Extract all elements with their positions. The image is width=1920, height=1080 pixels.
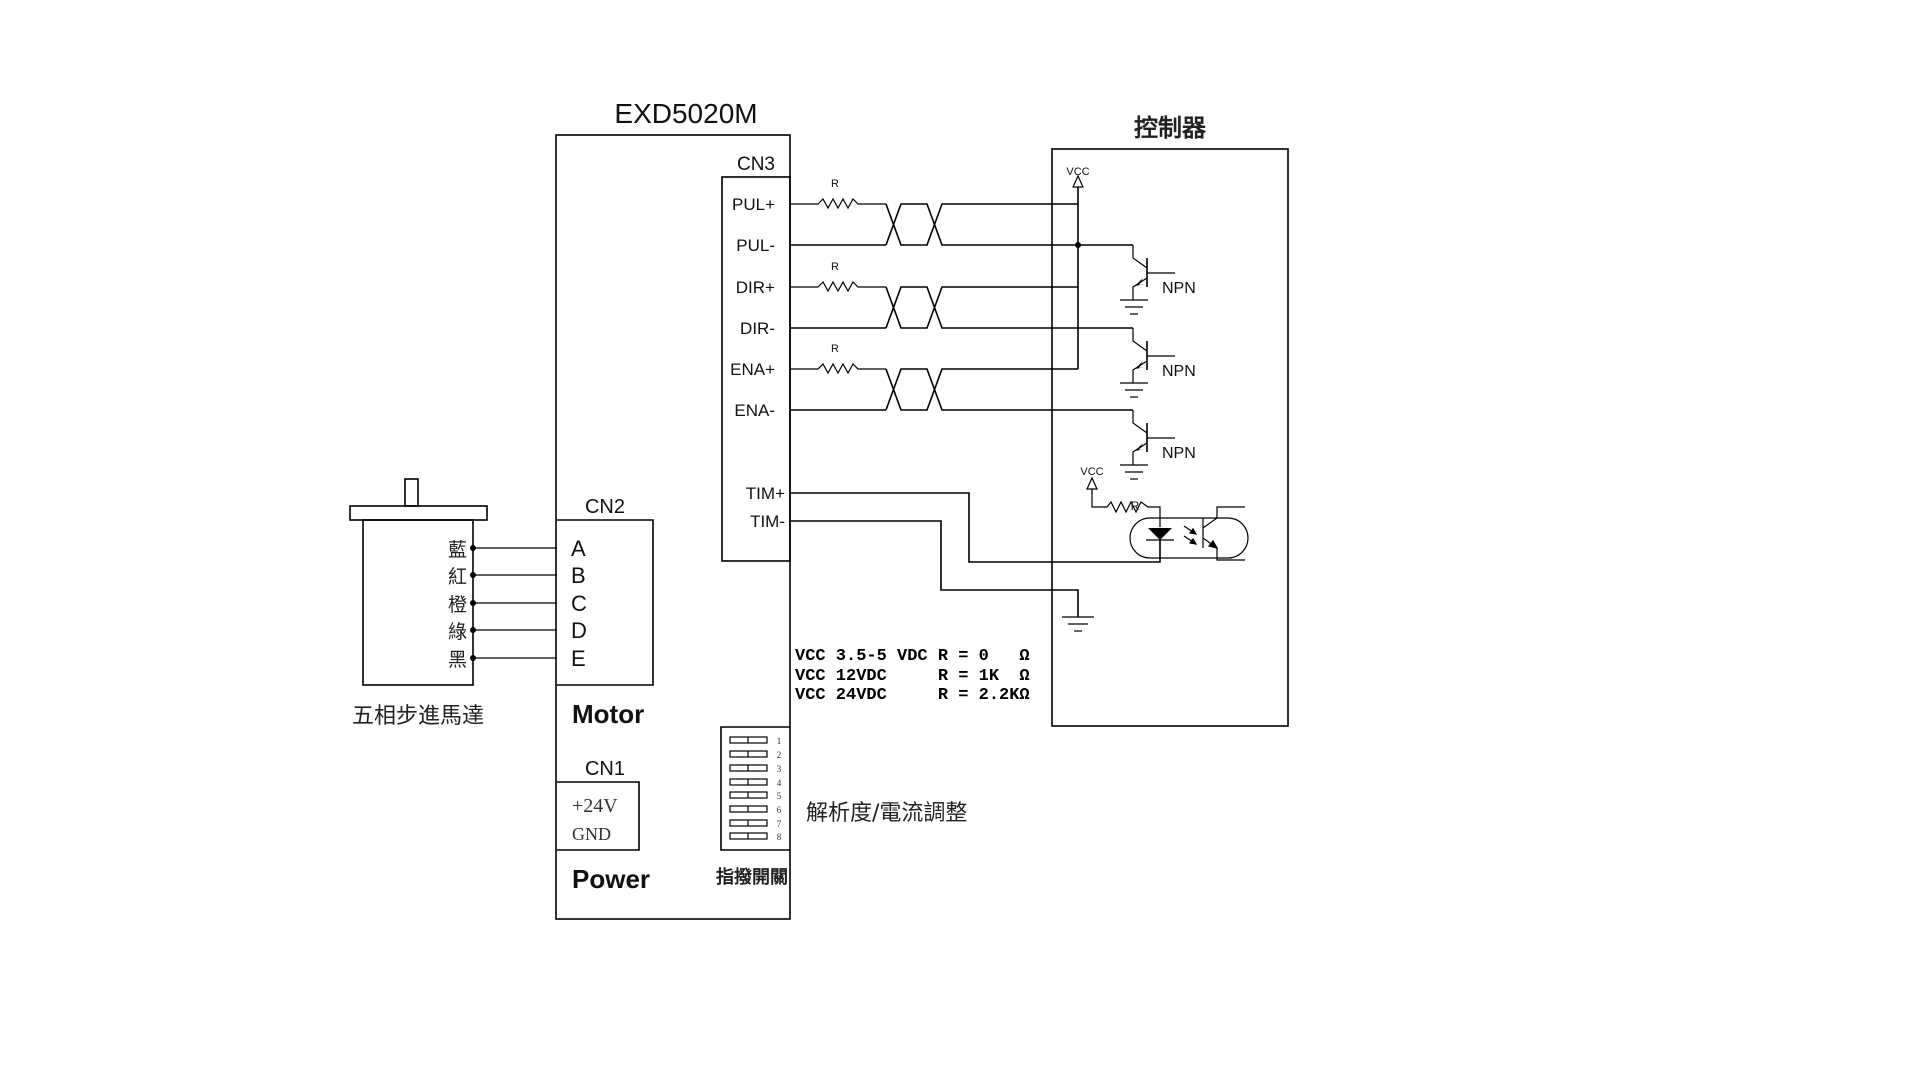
cn3-pin-label: TIM+ [746,484,785,503]
phototransistor-icon [1202,506,1245,561]
transistor-collector [1132,328,1148,352]
cn2-pin-label: E [571,646,586,671]
motor-shaft [404,478,419,507]
wire-color-label: 紅 [448,566,467,588]
cn1-label: CN1 [585,758,625,780]
cn1-pin-gnd: GND [572,824,611,844]
transistor-emitter [1132,442,1148,465]
cn3-pin-label: DIR+ [736,278,775,297]
resistor-table-row: VCC 3.5-5 VDC R = 0 Ω [795,647,1030,666]
tim-plus-wire [790,492,1161,563]
npn-label: NPN [1162,280,1196,297]
controller-title: 控制器 [1134,114,1207,142]
resistor-table-row: VCC 12VDC R = 1K Ω [795,667,1030,686]
terminal-dot [470,600,476,606]
vcc-label: VCC [1066,166,1089,178]
controller-box [1051,148,1289,727]
cn3-pin-label: TIM- [750,512,785,531]
twisted-wire [885,286,1078,329]
cn3-pin-label: ENA+ [730,360,775,379]
twisted-wire [885,203,1133,246]
resistor [790,197,886,210]
dip-switch-number: 6 [777,805,782,815]
transistor-emitter [1132,277,1148,300]
opto-vcc-label: VCC [1080,466,1103,478]
motor-label: 五相步進馬達 [352,704,484,729]
dip-switch-number: 1 [777,736,782,746]
ground-icon [1062,616,1094,632]
opto-vcc-arrow-icon [1086,476,1098,490]
cn2-pin-label: D [571,618,587,643]
dip-switch-number: 4 [777,778,782,788]
opto-resistor-label: R [1131,499,1140,513]
wire-color-label: 黑 [448,649,467,671]
twisted-wire [885,203,1078,246]
terminal-dot [470,627,476,633]
twisted-wire [885,368,1078,411]
optocoupler-outline [1129,517,1249,559]
twisted-wire [885,368,1133,411]
light-arrows-icon [1183,525,1198,545]
transistor-collector [1132,245,1148,269]
cn2-label: CN2 [585,496,625,518]
dip-switch-number: 5 [777,791,782,801]
npn-label: NPN [1162,363,1196,380]
twisted-wire [885,286,1133,329]
cn2-connector [557,519,654,686]
cn1-connector [557,781,640,851]
terminal-dot [470,545,476,551]
wire-color-label: 綠 [448,621,467,643]
dip-note: 解析度/電流調整 [806,801,967,826]
motor-section-label: Motor [572,699,644,729]
tim-minus-wire [790,520,1079,617]
cn3-label: CN3 [737,154,775,175]
wire-color-label: 橙 [448,594,467,616]
dip-switch-box [720,726,790,851]
resistor-label: R [831,178,839,190]
cn2-pin-label: A [571,536,586,561]
terminal-dot [470,572,476,578]
emitter-arrow-icon [1135,443,1145,451]
resistor-label: R [831,343,839,355]
npn-label: NPN [1162,445,1196,462]
dip-switch-number: 7 [777,819,782,829]
dip-switch-number: 8 [777,832,782,842]
driver-title: EXD5020M [614,98,757,129]
cn3-pin-label: PUL- [736,236,775,255]
transistor-collector [1132,410,1148,434]
cn3-pin-label: PUL+ [732,195,775,214]
wire-color-label: 藍 [448,539,467,561]
dip-switch-label: 指撥開關 [716,866,788,888]
resistor [790,280,886,293]
led-icon [1148,528,1172,540]
cn1-pin-24v: +24V [572,795,618,817]
power-section-label: Power [572,864,650,894]
cn2-pin-label: C [571,591,587,616]
terminal-dot [470,655,476,661]
motor-flange [349,505,488,521]
resistor [790,362,886,375]
resistor-label: R [831,261,839,273]
cn2-pin-label: B [571,563,586,588]
cn3-pin-label: DIR- [740,319,775,338]
opto-resistor [1091,489,1161,527]
emitter-arrow-icon [1135,361,1145,369]
transistor-emitter [1132,360,1148,383]
emitter-arrow-icon [1135,278,1145,286]
dip-switch-number: 3 [777,764,782,774]
dip-switch-number: 2 [777,750,782,760]
cn3-pin-label: ENA- [734,401,775,420]
resistor-table-row: VCC 24VDC R = 2.2KΩ [795,686,1030,705]
